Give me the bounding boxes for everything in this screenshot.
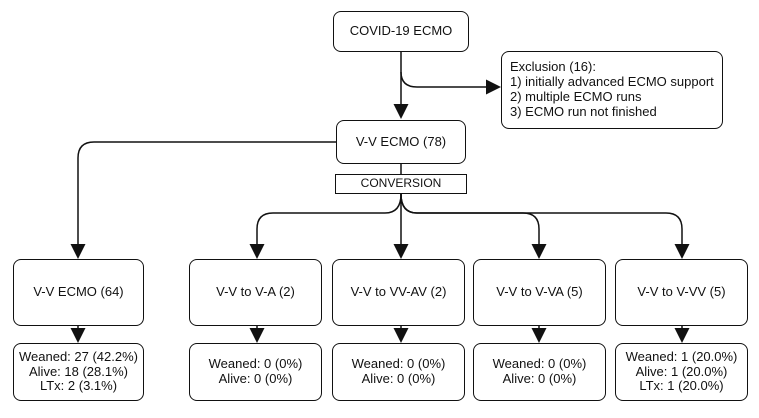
outcome-lines: Weaned: 0 (0%) Alive: 0 (0%) bbox=[492, 356, 587, 387]
conversion-to-vv-va-arrow bbox=[249, 193, 402, 259]
exclusion-line: 2) multiple ECMO runs bbox=[510, 89, 642, 104]
branch-node: V-V to V-VA (5) bbox=[473, 259, 606, 326]
vv-main-node: V-V ECMO (78) bbox=[336, 120, 466, 164]
outcome-lines: Weaned: 27 (42.2%) Alive: 18 (28.1%) LTx… bbox=[19, 348, 138, 395]
outcome-node: Weaned: 27 (42.2%) Alive: 18 (28.1%) LTx… bbox=[13, 343, 144, 401]
exclusion-line: 1) initially advanced ECMO support bbox=[510, 74, 714, 90]
outcome-line: Alive: 0 (0%) bbox=[361, 371, 436, 386]
exclusion-node: Exclusion (16): 1) initially advanced EC… bbox=[501, 51, 723, 129]
top-node-label: COVID-19 ECMO bbox=[349, 23, 453, 39]
branch-label: V-V ECMO (64) bbox=[33, 284, 124, 300]
conversion-to-vv-vva-arrow bbox=[400, 193, 547, 259]
vv-main-label: V-V ECMO (78) bbox=[355, 133, 447, 149]
outcome-lines: Weaned: 0 (0%) Alive: 0 (0%) bbox=[208, 356, 303, 387]
exclusion-arrow bbox=[400, 71, 501, 95]
exclusion-lines: Exclusion (16): 1) initially advanced EC… bbox=[510, 59, 714, 120]
branch-label: V-V to VV-AV (2) bbox=[350, 284, 447, 300]
conversion-label: CONVERSION bbox=[360, 176, 442, 191]
outcome-line: Alive: 0 (0%) bbox=[502, 371, 577, 386]
outcome-line: Alive: 0 (0%) bbox=[218, 371, 293, 386]
branch-node: V-V to VV-AV (2) bbox=[332, 259, 465, 326]
branch-node: V-V ECMO (64) bbox=[13, 259, 144, 326]
outcome-line: Alive: 18 (28.1%) bbox=[29, 363, 128, 379]
exclusion-line: Exclusion (16): bbox=[510, 59, 596, 75]
outcome-line: LTx: 1 (20.0%) bbox=[639, 378, 724, 394]
top-node: COVID-19 ECMO bbox=[333, 11, 469, 52]
outcome-lines: Weaned: 0 (0%) Alive: 0 (0%) bbox=[351, 356, 446, 387]
outcome-node: Weaned: 0 (0%) Alive: 0 (0%) bbox=[473, 343, 606, 401]
outcome-line: Alive: 1 (20.0%) bbox=[635, 363, 728, 379]
outcome-line: Weaned: 0 (0%) bbox=[351, 356, 446, 372]
branch-node: V-V to V-A (2) bbox=[189, 259, 322, 326]
conversion-to-vv-vvv-arrow bbox=[400, 193, 690, 259]
outcome-line: Weaned: 1 (20.0%) bbox=[625, 348, 738, 364]
branch-label: V-V to V-VA (5) bbox=[496, 284, 583, 300]
branch-label: V-V to V-VV (5) bbox=[637, 284, 726, 300]
outcome-line: Weaned: 0 (0%) bbox=[492, 356, 587, 372]
vv-main-to-vv64-arrow bbox=[70, 141, 336, 259]
outcome-node: Weaned: 0 (0%) Alive: 0 (0%) bbox=[189, 343, 322, 401]
outcome-line: LTx: 2 (3.1%) bbox=[39, 378, 118, 394]
exclusion-line: 3) ECMO run not finished bbox=[510, 103, 657, 119]
branch-node: V-V to V-VV (5) bbox=[615, 259, 748, 326]
conversion-node: CONVERSION bbox=[335, 174, 467, 194]
outcome-node: Weaned: 1 (20.0%) Alive: 1 (20.0%) LTx: … bbox=[615, 343, 748, 401]
outcome-line: Weaned: 0 (0%) bbox=[208, 356, 303, 372]
branch-label: V-V to V-A (2) bbox=[216, 284, 295, 300]
outcome-line: Weaned: 27 (42.2%) bbox=[19, 348, 138, 364]
outcome-lines: Weaned: 1 (20.0%) Alive: 1 (20.0%) LTx: … bbox=[625, 348, 738, 395]
outcome-node: Weaned: 0 (0%) Alive: 0 (0%) bbox=[332, 343, 465, 401]
